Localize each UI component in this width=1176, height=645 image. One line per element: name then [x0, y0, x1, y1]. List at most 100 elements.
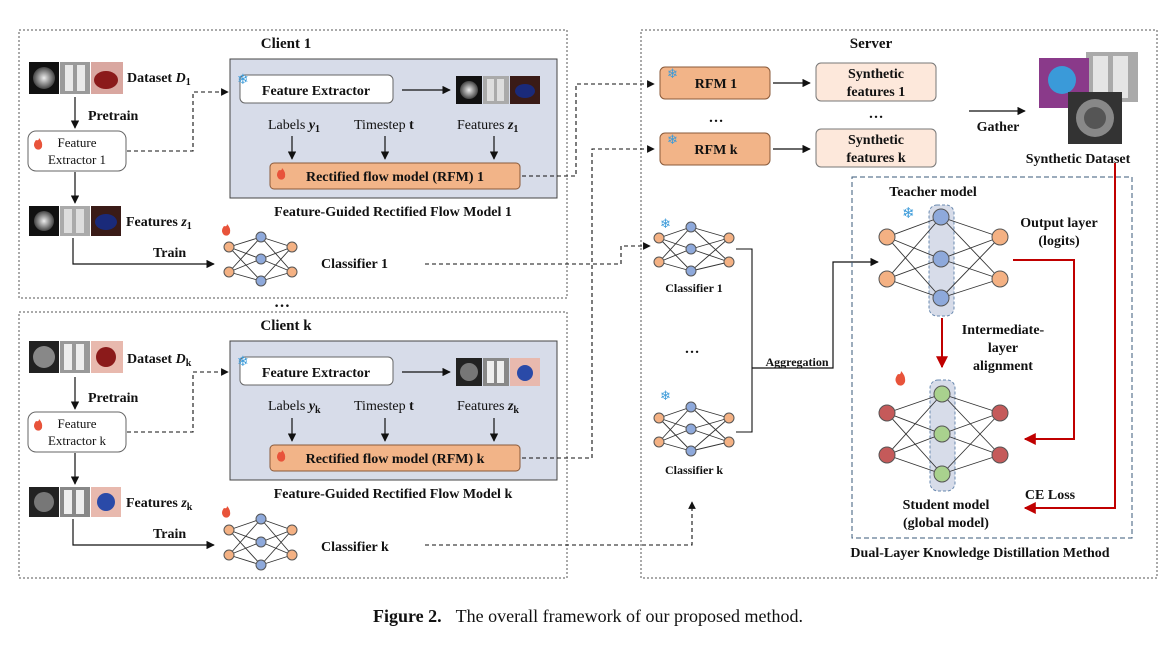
intermediate-line3: alignment: [973, 359, 1033, 374]
fire-icon: [34, 419, 43, 431]
gather-label: Gather: [977, 120, 1020, 135]
synthetic-features-ellipsis: …: [869, 106, 884, 122]
aggregation-arrow: [752, 257, 879, 369]
client-1-rfm-box: [269, 162, 521, 190]
synthetic-features-k-line2: features k: [846, 151, 905, 166]
client-k-rfm-label: Rectified flow model (RFM) k: [306, 452, 485, 467]
student-model-line1: Student model: [903, 498, 990, 513]
rfm-k-upload-arrow: [522, 145, 655, 459]
server-rfm-k-label: RFM k: [694, 143, 737, 158]
client-k-fe-line2: Extractor k: [48, 433, 107, 448]
intermediate-line1: Intermediate-: [962, 323, 1045, 338]
client-1-rfm-label: Rectified flow model (RFM) 1: [306, 170, 484, 185]
snowflake-icon: ❄: [902, 206, 915, 222]
client-1-fe-to-panel-arrow: [127, 88, 229, 152]
client-k-fe-to-panel-arrow: [127, 368, 229, 433]
client-1-classifier-label: Classifier 1: [321, 257, 388, 272]
server-classifier-ellipsis: …: [685, 341, 700, 357]
client-1-dataset-label: Dataset D1: [127, 71, 191, 88]
snowflake-icon: ❄: [237, 355, 249, 370]
client-1-title: Client 1: [261, 36, 311, 52]
classifier-k-upload-arrow: [425, 501, 696, 546]
output-layer-line2: (logits): [1038, 234, 1080, 249]
fire-icon: [895, 371, 906, 386]
teacher-network-icon: [878, 204, 1009, 317]
client-k-panel-feature-extractor-label: Feature Extractor: [262, 366, 370, 381]
figure-caption: Figure 2. The overall framework of our pr…: [0, 606, 1176, 627]
synthetic-features-1-line1: Synthetic: [848, 67, 904, 82]
client-k-title: Client k: [260, 318, 312, 334]
snowflake-icon: ❄: [667, 132, 678, 147]
fire-icon: [34, 138, 43, 150]
kd-method-label: Dual-Layer Knowledge Distillation Method: [850, 546, 1109, 561]
client-1-fe-line1: Feature: [58, 135, 97, 150]
teacher-model-label: Teacher model: [889, 185, 977, 200]
client-k-border: [18, 311, 568, 579]
figure-caption-text: The overall framework of our proposed me…: [455, 606, 804, 626]
server-classifier-1-label: Classifier 1: [665, 281, 722, 295]
client-k-fe-line1: Feature: [58, 416, 97, 431]
client-1-pretrain-label: Pretrain: [88, 109, 138, 124]
client-1-panel-feature-extractor-box: [239, 74, 394, 104]
client-1-dataset-images: [29, 62, 123, 94]
client-k-group: Client k Dataset Dk Pretrain Feature Ext…: [18, 311, 568, 579]
client-k-panel-feature-images: [456, 358, 540, 386]
snowflake-icon: ❄: [237, 73, 249, 88]
client-k-classifier-icon: [222, 506, 298, 571]
client-1-feature-images: [29, 206, 121, 236]
client-1-panel-feature-images: [456, 76, 540, 104]
fire-icon: [277, 168, 286, 180]
client-k-pretrain-label: Pretrain: [88, 391, 138, 406]
snowflake-icon: ❄: [660, 216, 671, 231]
client-1-fe-line2: Extractor 1: [48, 152, 106, 167]
intermediate-line2: layer: [988, 341, 1018, 356]
client-k-dataset-images: [29, 341, 123, 373]
fire-icon: [222, 224, 231, 236]
client-k-feature-images: [29, 487, 121, 517]
client-1-panel-feature-extractor-label: Feature Extractor: [262, 84, 370, 99]
output-logit-distill-arrow: [1013, 259, 1075, 445]
client-k-panel-timestep: Timestep t: [354, 399, 414, 414]
synthetic-features-k-line1: Synthetic: [848, 133, 904, 148]
figure-caption-label: Figure 2.: [372, 606, 442, 626]
server-rfm-ellipsis: …: [709, 110, 724, 126]
synthetic-features-1-line2: features 1: [847, 85, 905, 100]
framework-diagram: Client 1 Dataset D1 Pretrain Feature Ext…: [18, 29, 1158, 579]
server-classifier-1-icon: [653, 221, 735, 277]
snowflake-icon: ❄: [667, 66, 678, 81]
client-k-rfm-box: [269, 444, 521, 472]
client-k-panel-feature-extractor-box: [239, 356, 394, 386]
synthetic-features-k-box: [815, 128, 937, 168]
synthetic-features-1-box: [815, 62, 937, 102]
client-k-panel-labels: Labels yk: [268, 399, 321, 416]
student-network-icon: [878, 379, 1009, 492]
synthetic-dataset-images: [1039, 52, 1138, 144]
aggregation-bracket: [736, 248, 753, 433]
ce-loss-arrow: [1023, 163, 1116, 514]
server-group: Server ❄ RFM 1 … ❄ RFM k Synthetic featu…: [425, 29, 1158, 579]
server-rfm-k-box: [659, 132, 771, 166]
client-k-panel-features: Features zk: [457, 399, 519, 416]
client-1-group: Client 1 Dataset D1 Pretrain Feature Ext…: [18, 29, 568, 299]
client-k-features-label: Features zk: [126, 496, 193, 513]
client-1-classifier-icon: [222, 224, 298, 287]
server-classifier-k-icon: [653, 401, 735, 457]
kd-method-border: [851, 176, 1133, 539]
client-k-classifier-label: Classifier k: [321, 540, 389, 555]
snowflake-icon: ❄: [660, 388, 671, 403]
client-k-train-label: Train: [153, 527, 186, 542]
client-k-dataset-label: Dataset Dk: [127, 352, 192, 369]
client-1-border: [18, 29, 568, 299]
client-1-features-label: Features z1: [126, 215, 192, 232]
client-1-panel-features: Features z1: [457, 118, 518, 135]
client-1-panel-labels: Labels y1: [268, 118, 320, 135]
server-border: [640, 29, 1158, 579]
server-rfm-1-label: RFM 1: [695, 77, 737, 92]
between-clients-ellipsis: …: [274, 294, 290, 311]
client-1-train-label: Train: [153, 246, 186, 261]
client-k-feature-extractor-box: [27, 411, 127, 453]
client-1-panel-timestep: Timestep t: [354, 118, 414, 133]
classifier-1-upload-arrow: [425, 242, 651, 265]
client-1-feature-extractor-box: [27, 130, 127, 172]
aggregation-label: Aggregation: [765, 355, 828, 369]
